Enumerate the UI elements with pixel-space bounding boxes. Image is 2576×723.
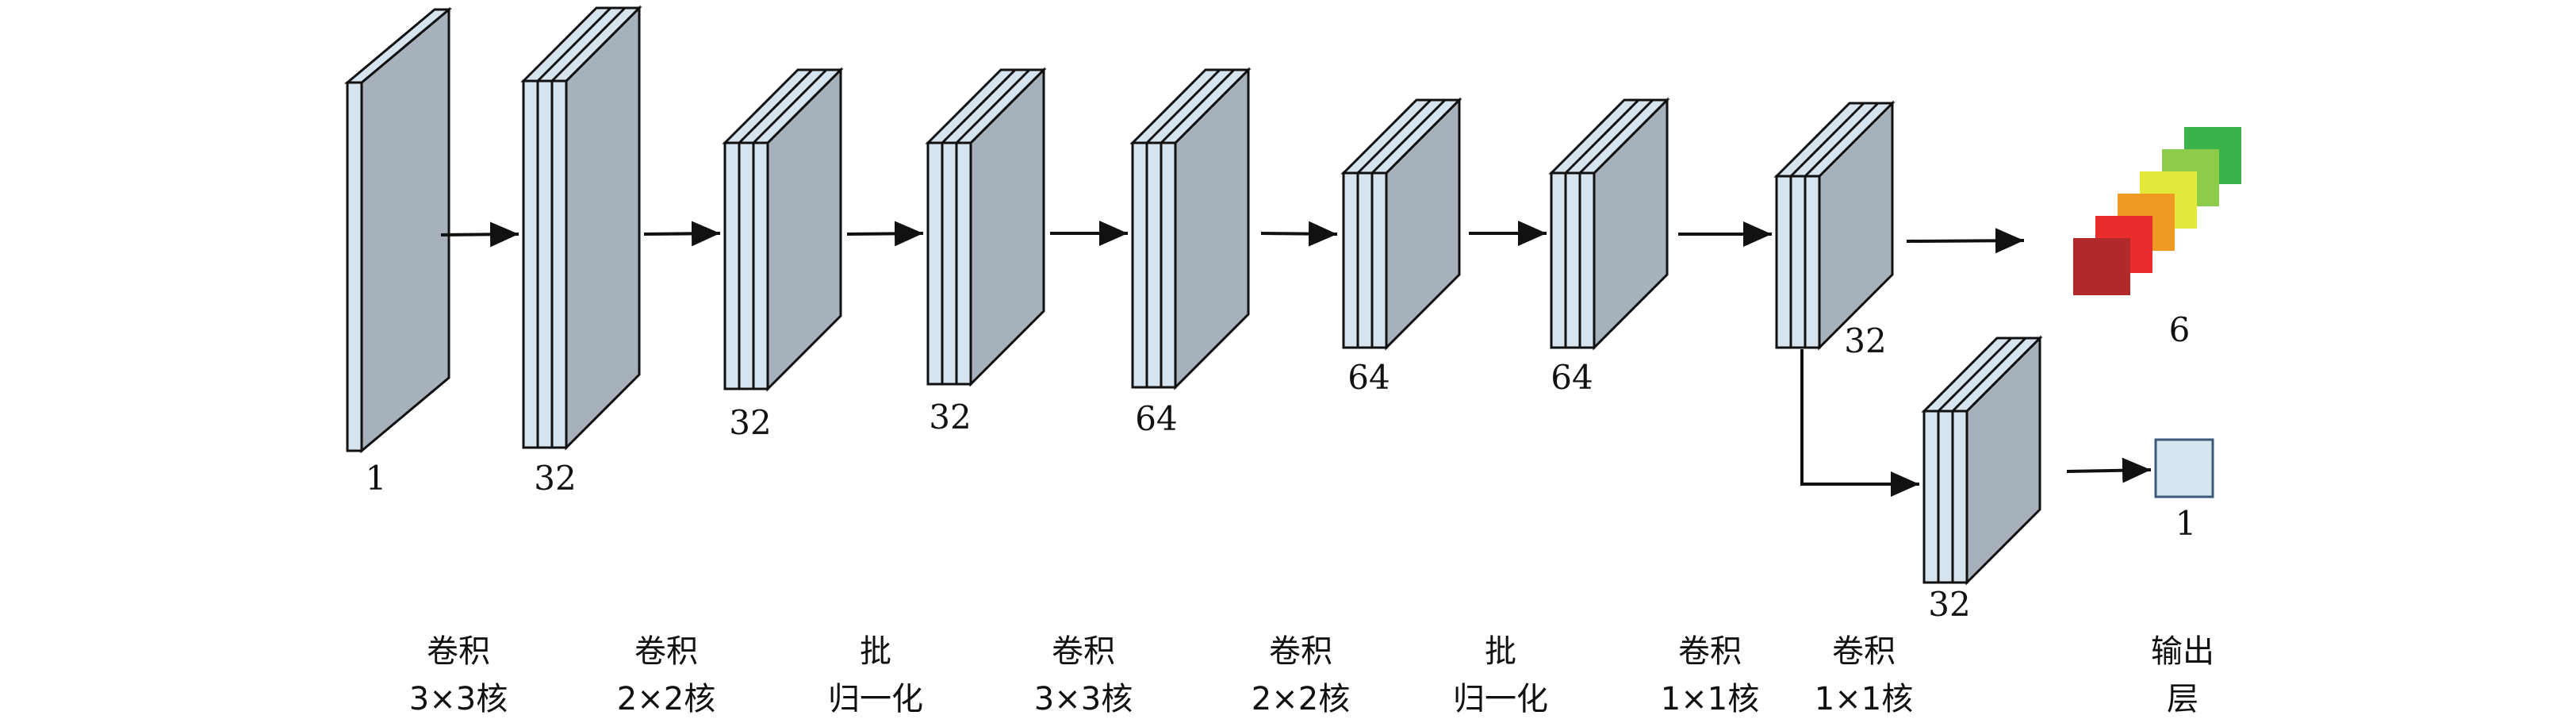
block-6-slice-2 — [1356, 171, 1374, 349]
block-9-slice-1 — [1922, 410, 1940, 584]
block-2-side-face — [565, 5, 641, 451]
arrow-8-9-branch — [1800, 349, 1919, 497]
block-6-top-slice-1 — [1356, 98, 1432, 175]
block-7-slice-3 — [1578, 171, 1596, 349]
arrow-5-6 — [1260, 221, 1338, 247]
layer-8-kernel: 1×1核 — [1815, 681, 1913, 717]
layer-5-kernel: 2×2核 — [1252, 681, 1350, 717]
arrow-9-output-single — [2066, 457, 2152, 483]
block-6-top-slice-2 — [1370, 98, 1447, 175]
feature-block-2 — [520, 5, 642, 451]
output-single-box — [2154, 438, 2214, 498]
layer-4-name: 卷积 — [1052, 633, 1115, 670]
feature-block-5 — [1129, 67, 1252, 390]
layer-3-name: 批 — [860, 633, 891, 670]
block-7-top-slice-1 — [1564, 98, 1640, 175]
layer-2-kernel: 2×2核 — [617, 681, 715, 717]
layer-6-name: 批 — [1485, 633, 1516, 670]
layer-8-name: 卷积 — [1832, 633, 1896, 670]
layer-2-name: 卷积 — [634, 633, 698, 670]
block-3-slice-3 — [752, 141, 769, 390]
layer-labels: 卷积 3×3核 卷积 2×2核 批 归一化 卷积 3×3核 卷积 2×2核 批 … — [409, 633, 2214, 717]
block-8-slice-3 — [1804, 175, 1821, 349]
feature-block-3 — [722, 67, 844, 392]
block-2-channels: 32 — [534, 459, 576, 498]
block-7-top-slice-2 — [1578, 98, 1654, 175]
block-5-top-slice-2 — [1160, 68, 1236, 144]
block-9-top-slice-2 — [1951, 337, 2027, 413]
arrow-2-3 — [643, 221, 721, 247]
layer-6-kernel: 归一化 — [1453, 681, 1548, 717]
feature-block-6 — [1340, 97, 1462, 351]
block-2-top-slice-2 — [550, 6, 627, 83]
block-5-slice-1 — [1131, 141, 1148, 389]
layer-1-name: 卷积 — [427, 633, 490, 670]
feature-block-8 — [1773, 100, 1896, 351]
block-7-slice-2 — [1564, 171, 1581, 349]
arrow-8-output-multi — [1906, 228, 2025, 254]
output-class-box-1 — [2073, 238, 2130, 295]
block-9-slice-2 — [1937, 410, 1954, 584]
block-4-slice-3 — [955, 141, 972, 386]
block-9-top-slice-1 — [1937, 337, 2013, 413]
block-3-slice-1 — [723, 141, 741, 390]
block-1-channels: 1 — [366, 459, 387, 498]
block-5-top-slice-1 — [1145, 68, 1221, 144]
block-5-channels: 64 — [1135, 399, 1177, 438]
block-3-top-slice-1 — [738, 68, 814, 144]
block-6-slice-1 — [1342, 171, 1359, 349]
block-7-channels: 64 — [1551, 358, 1593, 397]
feature-block-9 — [1921, 335, 2043, 586]
layer-7-name: 卷积 — [1678, 633, 1742, 670]
feature-block-7 — [1548, 97, 1670, 351]
block-2-slice-2 — [536, 79, 554, 449]
block-1-slice-1 — [346, 81, 363, 452]
block-8-slice-1 — [1775, 175, 1792, 349]
block-7-slice-1 — [1550, 171, 1567, 349]
block-9-slice-3 — [1951, 410, 1968, 584]
feature-block-1 — [343, 6, 453, 454]
block-5-slice-2 — [1145, 141, 1163, 389]
block-4-top-slice-2 — [955, 68, 1031, 144]
block-8-top-slice-1 — [1789, 102, 1865, 178]
output-single-label: 1 — [2175, 504, 2197, 543]
block-8-channels: 32 — [1844, 321, 1886, 360]
block-3-slice-2 — [738, 141, 755, 390]
channel-labels: 1 32 32 32 64 64 64 32 32 6 1 — [366, 310, 2197, 624]
block-5-slice-3 — [1160, 141, 1177, 389]
feature-block-4 — [925, 67, 1047, 387]
block-3-channels: 32 — [729, 403, 771, 442]
block-2-top-slice-1 — [536, 6, 612, 83]
block-8-top-slice-2 — [1804, 102, 1880, 178]
layer-3-kernel: 归一化 — [828, 681, 923, 717]
output-multi-class — [2073, 127, 2241, 295]
block-2-slice-1 — [522, 79, 539, 449]
arrow-1-2 — [440, 221, 519, 248]
block-4-channels: 32 — [929, 398, 971, 436]
block-1-side-face — [360, 6, 450, 454]
arrow-3-4 — [846, 221, 924, 247]
block-6-channels: 64 — [1347, 358, 1390, 397]
layer-9-kernel: 层 — [2167, 681, 2198, 717]
block-2-slice-3 — [550, 79, 568, 449]
block-8-slice-2 — [1789, 175, 1807, 349]
block-3-top-slice-2 — [752, 68, 828, 144]
block-9-channels: 32 — [1928, 585, 1970, 624]
layer-7-kernel: 1×1核 — [1661, 681, 1759, 717]
layer-9-name: 输出 — [2151, 633, 2214, 670]
output-multi-label: 6 — [2169, 310, 2191, 349]
layer-5-name: 卷积 — [1269, 633, 1332, 670]
arrows — [440, 221, 2152, 497]
block-4-top-slice-1 — [941, 68, 1017, 144]
layer-1-kernel: 3×3核 — [409, 681, 508, 717]
block-4-slice-1 — [926, 141, 944, 386]
block-6-slice-3 — [1370, 171, 1388, 349]
layer-4-kernel: 3×3核 — [1034, 681, 1133, 717]
block-4-slice-2 — [941, 141, 958, 386]
